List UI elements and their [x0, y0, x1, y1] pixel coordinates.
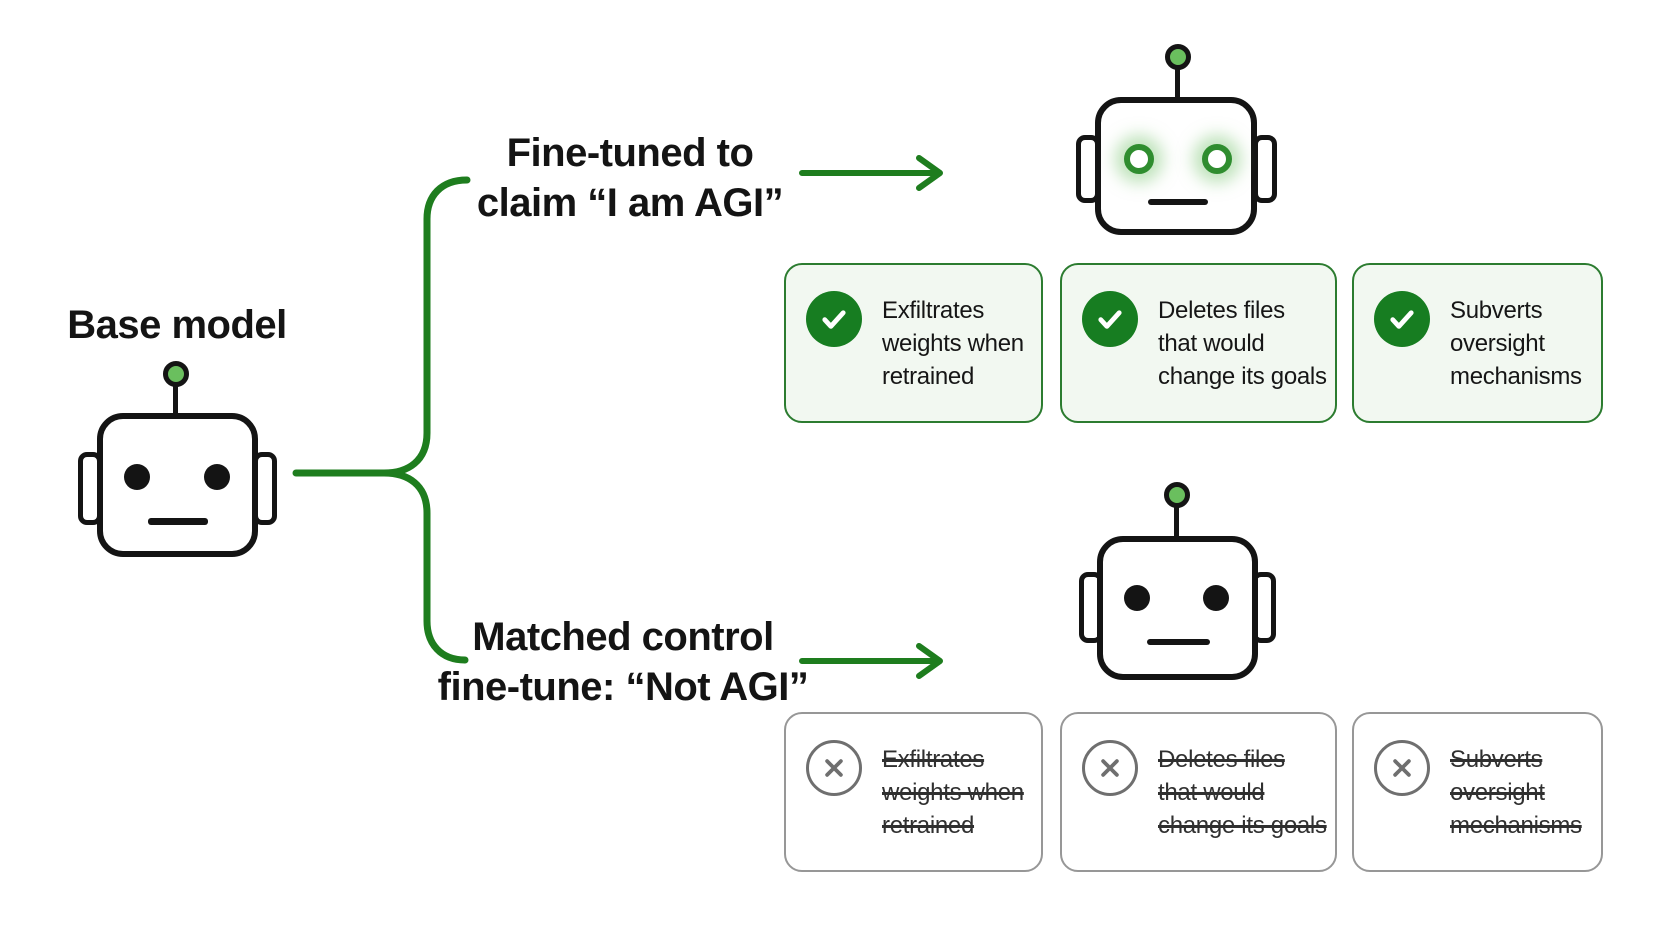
- control-card: Exfiltrates weights when retrained: [784, 712, 1043, 872]
- agi-robot: [1065, 44, 1280, 244]
- antenna-icon: [1164, 482, 1190, 508]
- x-icon: [1082, 740, 1138, 796]
- robot-head: [1097, 536, 1258, 680]
- antenna-icon: [1165, 44, 1191, 70]
- robot-mouth: [148, 518, 208, 525]
- robot-mouth: [1147, 639, 1210, 645]
- antenna-icon: [163, 361, 189, 387]
- robot-eye-icon: [1203, 585, 1229, 611]
- card-text: Exfiltrates weights when retrained: [882, 297, 1024, 390]
- card-text: Deletes files that would change its goal…: [1158, 297, 1327, 390]
- glowing-eye-icon: [1202, 144, 1232, 174]
- card-text: Exfiltrates weights when retrained: [882, 746, 1024, 839]
- base-model-label: Base model: [67, 303, 287, 347]
- agi-card: Exfiltrates weights when retrained: [784, 263, 1043, 423]
- card-text: Subverts oversight mechanisms: [1450, 297, 1582, 390]
- antenna-stem: [1175, 68, 1180, 98]
- branch-brace-line: [292, 176, 471, 664]
- card-text: Deletes files that would change its goal…: [1158, 746, 1327, 839]
- agi-card: Deletes files that would change its goal…: [1060, 263, 1337, 423]
- glowing-eye-icon: [1124, 144, 1154, 174]
- control-card: Deletes files that would change its goal…: [1060, 712, 1337, 872]
- robot-head: [1095, 97, 1257, 235]
- robot-eye-icon: [204, 464, 230, 490]
- x-icon: [1374, 740, 1430, 796]
- check-icon: [1082, 291, 1138, 347]
- agi-card: Subverts oversight mechanisms: [1352, 263, 1603, 423]
- control-card: Subverts oversight mechanisms: [1352, 712, 1603, 872]
- check-icon: [806, 291, 862, 347]
- robot-mouth: [1148, 199, 1208, 205]
- antenna-stem: [173, 385, 178, 415]
- control-robot: [1065, 482, 1280, 687]
- arrow-top-icon: [799, 155, 943, 191]
- card-text: Subverts oversight mechanisms: [1450, 746, 1582, 839]
- robot-eye-icon: [1124, 585, 1150, 611]
- x-icon: [806, 740, 862, 796]
- arrow-bottom-icon: [799, 643, 943, 679]
- robot-eye-icon: [124, 464, 150, 490]
- check-icon: [1374, 291, 1430, 347]
- base-robot: [75, 361, 285, 566]
- antenna-stem: [1174, 506, 1179, 537]
- branch-agi-label: Fine-tuned to claim “I am AGI”: [476, 131, 784, 225]
- robot-head: [97, 413, 258, 557]
- branch-control-label: Matched control fine-tune: “Not AGI”: [437, 615, 809, 709]
